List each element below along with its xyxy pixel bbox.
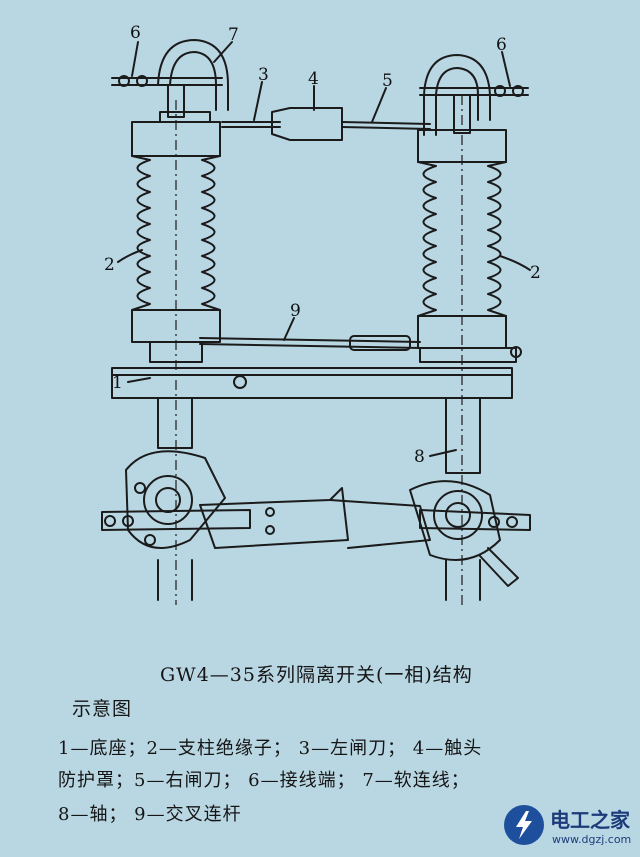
- base-frame: [111, 367, 513, 399]
- callout-1: 1: [112, 373, 123, 393]
- callout-4: 4: [308, 69, 319, 89]
- callout-6-left: 6: [130, 23, 141, 43]
- bottom-mechanism: [101, 450, 531, 601]
- leader-lines: [117, 41, 531, 457]
- callout-6-right: 6: [496, 35, 507, 55]
- callout-9: 9: [290, 301, 301, 321]
- figure-caption-continuation: 示意图: [72, 698, 133, 720]
- right-terminal-top: [419, 54, 529, 136]
- cross-link-rod: [199, 335, 522, 358]
- legend-line-3: 8—轴； 9—交叉连杆: [58, 804, 242, 825]
- left-post-insulator: [131, 121, 221, 363]
- left-terminal-top: [111, 39, 229, 123]
- lightning-badge-icon: [504, 805, 544, 845]
- callout-5: 5: [382, 71, 393, 91]
- shafts: [157, 397, 481, 474]
- center-axis-lines: [175, 95, 463, 605]
- callout-2-right: 2: [530, 263, 541, 283]
- callout-7: 7: [228, 25, 239, 45]
- blades-and-contact-guard: [221, 107, 431, 141]
- watermark-site-url: www.dgzj.com: [552, 833, 632, 846]
- switch-structure-diagram: 6 7 3 4 5 6 2 2 9 1 8: [101, 23, 541, 605]
- watermark-site-name: 电工之家: [550, 808, 630, 832]
- callout-2-left: 2: [104, 255, 115, 275]
- legend-line-1: 1—底座；2—支柱绝缘子； 3—左闸刀； 4—触头: [58, 738, 483, 759]
- site-watermark-logo: 电工之家 www.dgzj.com: [504, 803, 634, 853]
- right-post-insulator: [417, 129, 517, 363]
- callout-labels: 6 7 3 4 5 6 2 2 9 1 8: [104, 23, 541, 467]
- callout-8: 8: [414, 447, 425, 467]
- figure-caption-title: GW4—35系列隔离开关(一相)结构: [160, 664, 473, 686]
- callout-3: 3: [258, 65, 269, 85]
- legend-line-2: 防护罩；5—右闸刀； 6—接线端； 7—软连线；: [58, 770, 470, 791]
